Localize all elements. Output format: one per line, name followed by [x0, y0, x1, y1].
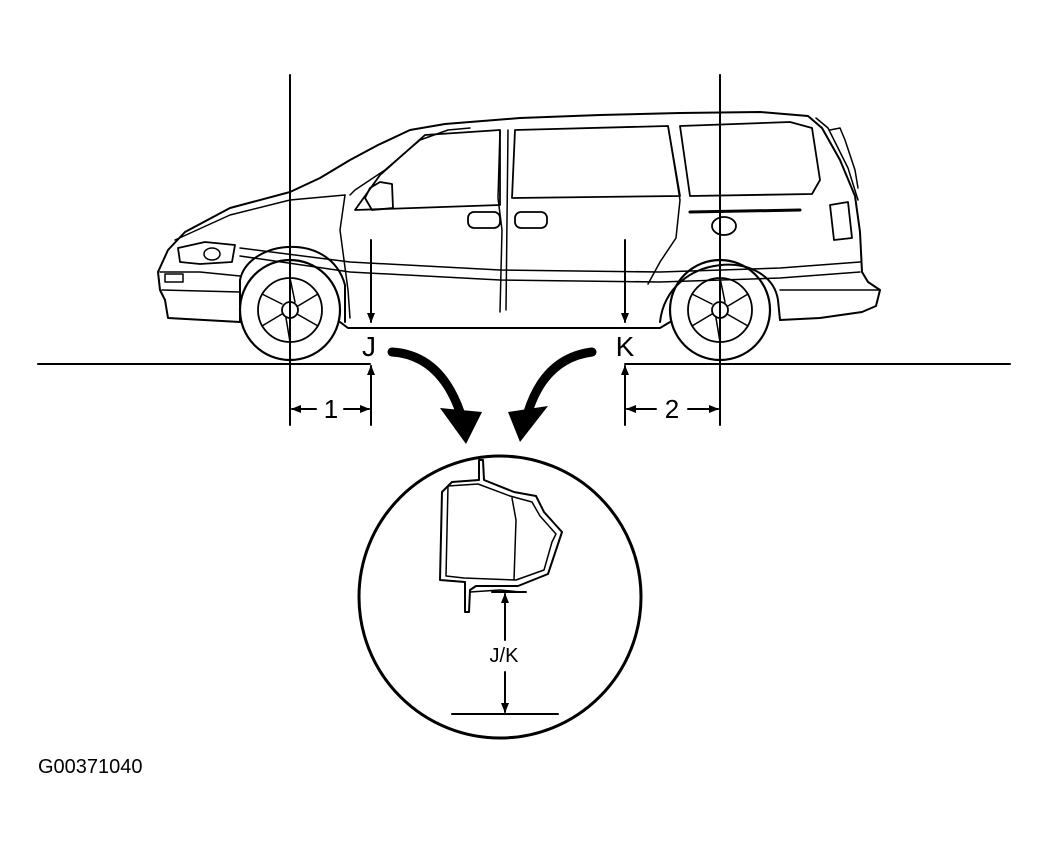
point-k-label: K: [616, 331, 635, 362]
dim-1-label: 1: [324, 394, 338, 424]
detail-dim-label: J/K: [490, 645, 520, 667]
rocker-panel-section-profile: [439, 459, 563, 613]
callout-arrow-from-k: [508, 347, 597, 442]
point-j-label: J: [362, 331, 376, 362]
callout-arrow-from-j: [387, 347, 482, 444]
minivan-side-view: [157, 111, 881, 362]
figure-id: G00371040: [38, 756, 143, 778]
dim-2-label: 2: [665, 394, 679, 424]
detail-view-circle: [357, 454, 643, 740]
